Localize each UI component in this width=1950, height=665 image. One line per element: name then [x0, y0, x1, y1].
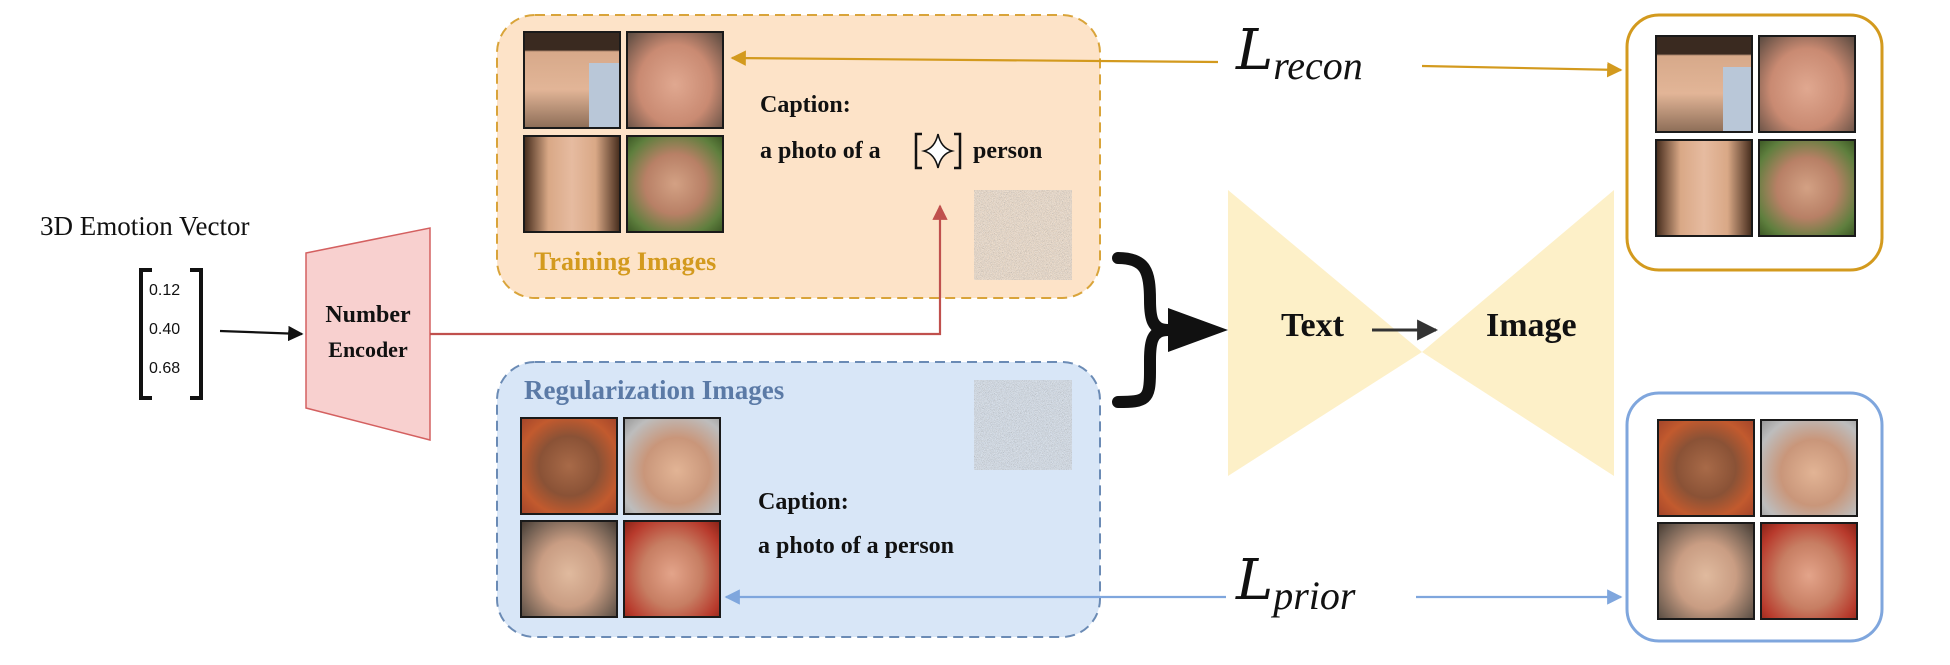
vector-right-bracket [190, 268, 203, 400]
prior-loss-subscript: prior [1273, 573, 1356, 618]
number-encoder-block [305, 227, 431, 441]
recon-output-face-4 [1758, 139, 1856, 237]
recon-output-face-2 [1758, 35, 1856, 133]
merge-brace [1112, 252, 1169, 408]
regularization-panel-title: Regularization Images [524, 375, 785, 405]
training-caption-suffix: person [973, 138, 1043, 164]
reg-face-3 [520, 520, 618, 618]
emotion-vector-value-3: 0.68 [149, 360, 181, 377]
regularization-caption-text: a photo of a person [758, 533, 955, 559]
model-input-label: Text [1281, 307, 1344, 344]
recon-loss-subscript: recon [1273, 43, 1363, 88]
prior-output-face-2 [1760, 419, 1858, 517]
regularization-noise-image [974, 380, 1072, 470]
reg-face-1 [520, 417, 618, 515]
training-panel-title: Training Images [534, 247, 717, 276]
emotion-vector-title: 3D Emotion Vector [40, 211, 250, 241]
emotion-vector-value-2: 0.40 [149, 321, 181, 338]
training-face-2 [626, 31, 724, 129]
training-face-3 [523, 135, 621, 233]
vector-to-encoder-arrow [219, 325, 304, 342]
prior-output-face-4 [1760, 522, 1858, 620]
prior-loss-symbol: L [1236, 548, 1274, 613]
regularization-caption-label: Caption: [758, 489, 849, 515]
prior-output-face-1 [1657, 419, 1755, 517]
prior-output-face-3 [1657, 522, 1755, 620]
recon-arrow-left [730, 50, 1219, 66]
text-to-image-model [1228, 190, 1614, 476]
training-face-4 [626, 135, 724, 233]
training-caption-prefix: a photo of a [760, 138, 881, 164]
encoder-label-line1: Number [325, 302, 411, 328]
reg-face-4 [623, 520, 721, 618]
prior-loss-label: Lprior [1236, 548, 1355, 618]
recon-loss-symbol: L [1236, 18, 1274, 83]
recon-loss-label: Lrecon [1236, 18, 1363, 88]
recon-arrow-right [1421, 62, 1623, 78]
training-face-1 [523, 31, 621, 129]
placeholder-token-icon [914, 132, 962, 170]
encoder-to-token-arrow [430, 204, 948, 336]
recon-output-face-1 [1655, 35, 1753, 133]
merge-brace-arrowhead [1168, 308, 1228, 352]
reg-face-2 [623, 417, 721, 515]
emotion-vector-value-1: 0.12 [149, 282, 181, 299]
encoder-label-line2: Encoder [328, 337, 408, 362]
model-output-label: Image [1486, 307, 1577, 344]
training-noise-image [974, 190, 1072, 280]
vector-left-bracket [139, 268, 152, 400]
training-caption-label: Caption: [760, 92, 851, 118]
recon-output-face-3 [1655, 139, 1753, 237]
